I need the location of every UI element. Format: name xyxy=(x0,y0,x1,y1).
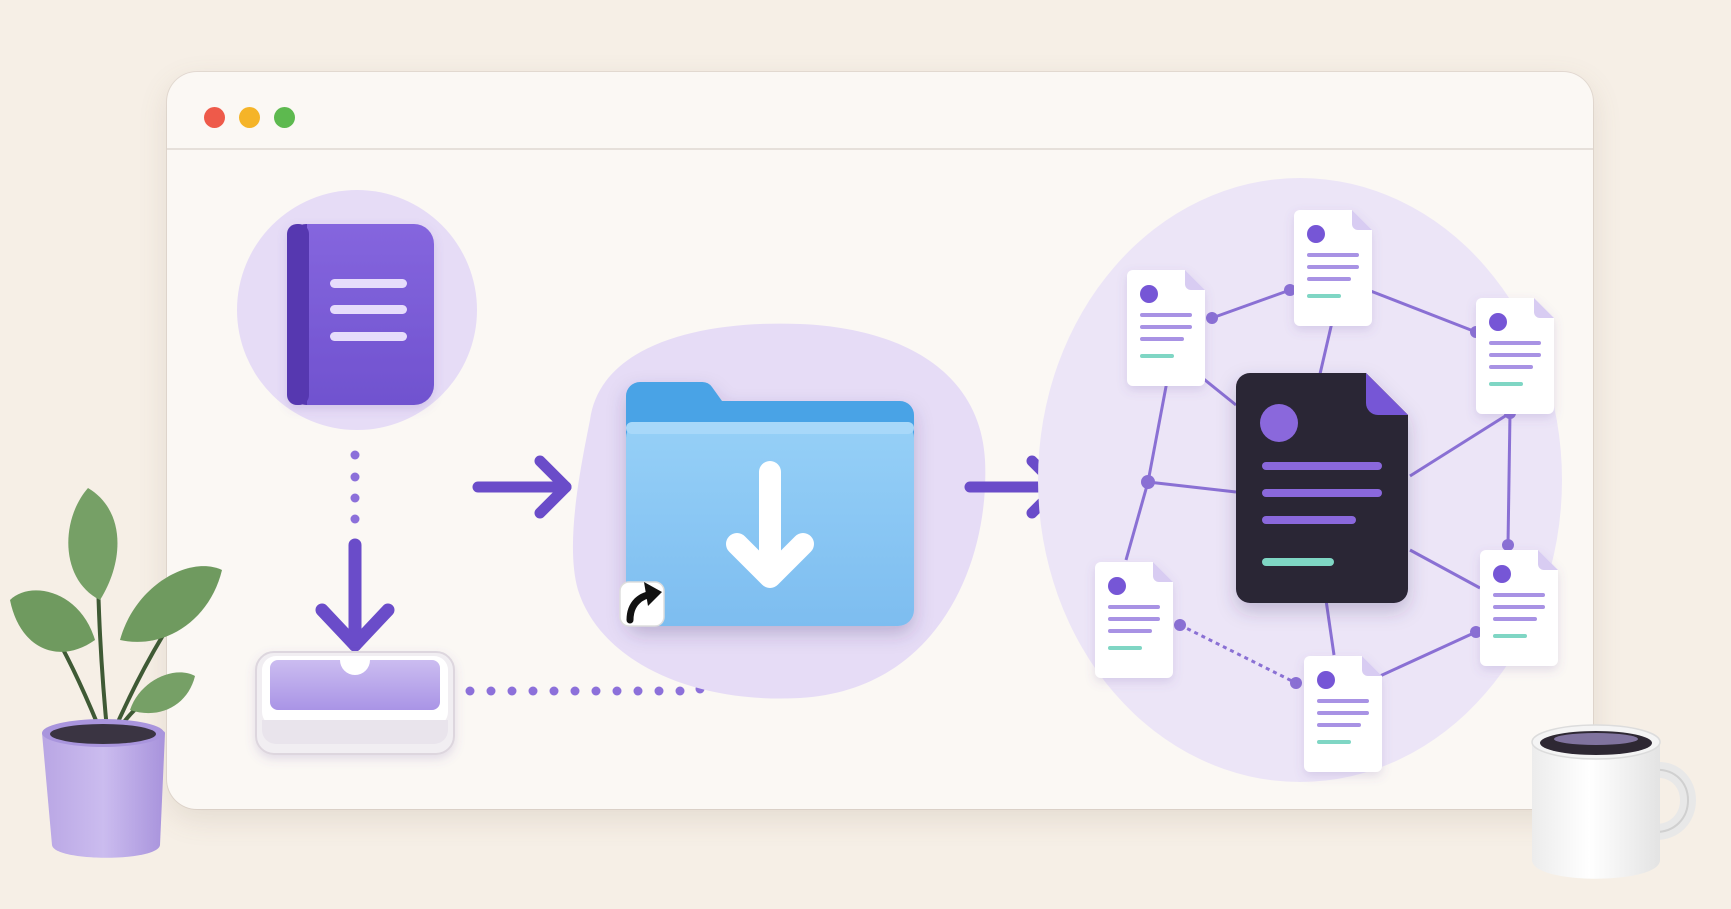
document-node-icon[interactable] xyxy=(1294,210,1372,326)
knowledge-network-group xyxy=(1038,178,1562,782)
maximize-window-button[interactable] xyxy=(274,107,295,128)
document-node-icon[interactable] xyxy=(1476,298,1554,414)
arrow-down-icon xyxy=(315,538,395,652)
book-document-icon[interactable] xyxy=(287,224,434,405)
arrow-right-icon xyxy=(472,455,572,519)
minimize-window-button[interactable] xyxy=(239,107,260,128)
folder-download-icon[interactable] xyxy=(626,381,914,626)
source-document-group xyxy=(237,190,477,430)
central-document-icon[interactable] xyxy=(1236,373,1408,603)
plant-pot-icon xyxy=(10,488,222,858)
document-node-icon[interactable] xyxy=(1480,550,1558,666)
close-window-button[interactable] xyxy=(204,107,225,128)
document-node-icon[interactable] xyxy=(1095,562,1173,678)
document-node-icon[interactable] xyxy=(1304,656,1382,772)
shortcut-alias-icon xyxy=(619,581,665,627)
folder-group xyxy=(572,323,986,699)
network-connectors xyxy=(1124,288,1512,685)
tray-inbox-icon[interactable] xyxy=(255,651,455,755)
dotted-connector-vertical xyxy=(350,450,360,524)
document-node-icon[interactable] xyxy=(1127,270,1205,386)
coffee-mug-icon xyxy=(1531,724,1696,879)
window-titlebar xyxy=(167,72,1593,150)
